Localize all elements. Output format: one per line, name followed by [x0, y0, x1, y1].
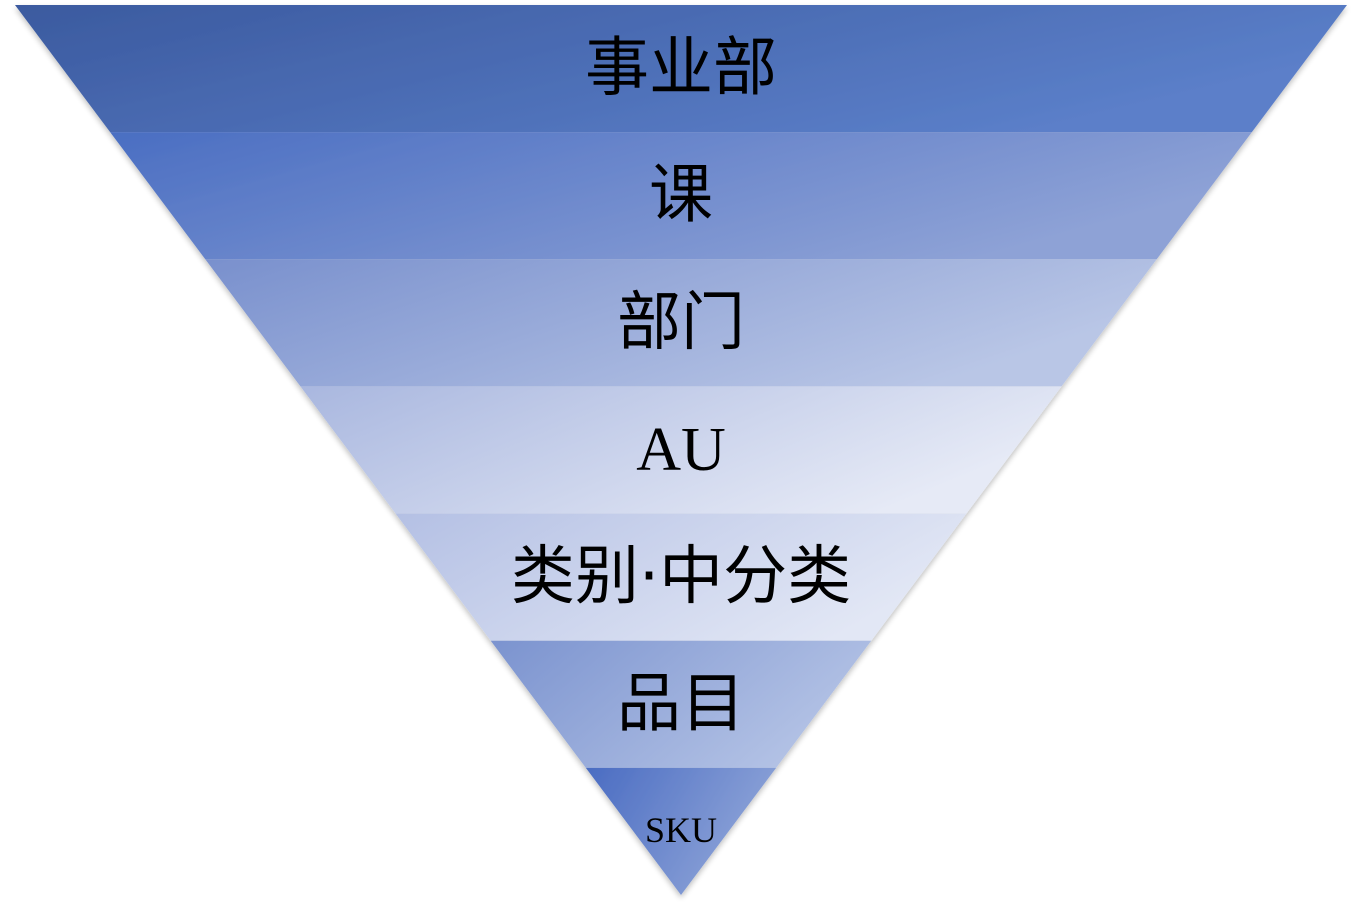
pyramid-layer-5: [395, 513, 967, 641]
pyramid-layer-6: [490, 640, 872, 768]
pyramid-layer-3: [205, 259, 1157, 387]
pyramid-layer-label: 事业部: [585, 32, 777, 106]
pyramid-layer-1: [15, 5, 1347, 133]
pyramid-layer-label: 品目: [617, 667, 745, 741]
pyramid-layer-label: AU: [636, 416, 726, 484]
pyramid-layer-label: 类别·中分类: [511, 540, 851, 614]
pyramid-layer-4: [300, 386, 1062, 514]
pyramid-layer-label: 部门: [617, 286, 745, 360]
pyramid-layer-label: SKU: [645, 810, 717, 850]
pyramid-layer-2: [110, 132, 1252, 260]
pyramid-layer-label: 课: [649, 159, 713, 233]
pyramid-layer-7: [585, 767, 777, 895]
